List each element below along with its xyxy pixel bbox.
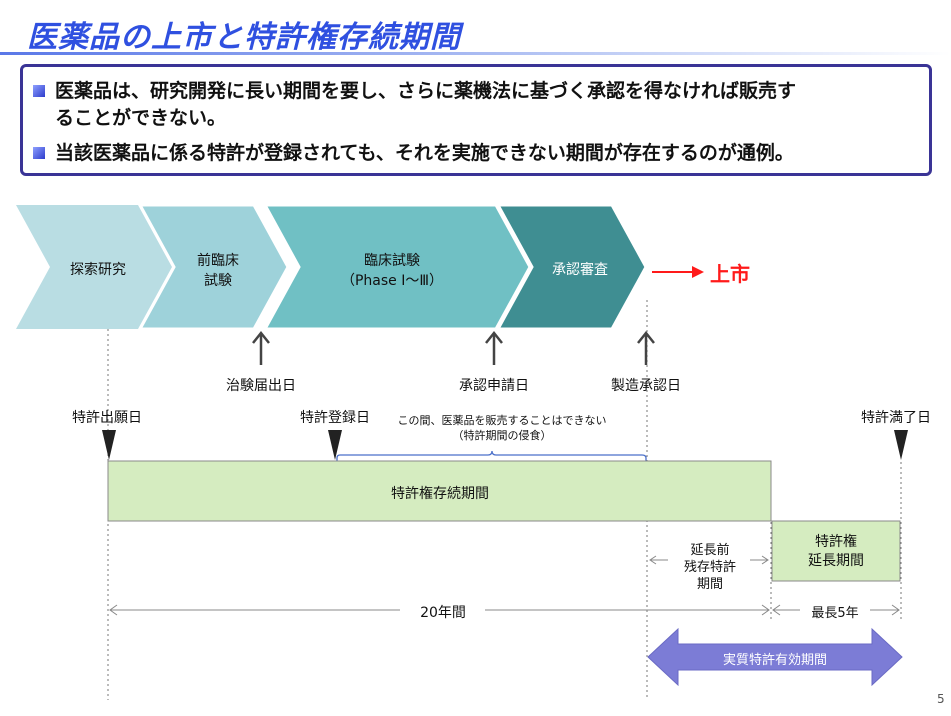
phase-label-clinical: 臨床試験 （Phase Ⅰ～Ⅲ） bbox=[341, 251, 443, 291]
max-five-years-label: 最長5年 bbox=[811, 606, 859, 621]
approval-application-label: 承認申請日 bbox=[459, 378, 529, 394]
market-arrow-head bbox=[692, 266, 704, 278]
remaining-label-line: 残存特許 bbox=[683, 560, 737, 575]
page-title: 医薬品の上市と特許権存続期間 bbox=[27, 20, 461, 55]
phase-label-preclinical: 前臨床 試験 bbox=[197, 251, 239, 291]
phase-label-exploratory: 探索研究 bbox=[70, 262, 126, 278]
patent-expiry-label: 特許満了日 bbox=[861, 410, 931, 426]
bullet-text-line: 当該医薬品に係る特許が登録されても、それを実施できない期間が存在するのが通例。 bbox=[55, 142, 794, 164]
bullet-text-line: 医薬品は、研究開発に長い期間を要し、さらに薬機法に基づく承認を得なければ販売す bbox=[55, 80, 797, 102]
remaining-label-line: 期間 bbox=[696, 577, 724, 592]
effective-period-label: 実質特許有効期間 bbox=[722, 653, 828, 668]
bullet-text-line: ることができない。 bbox=[55, 107, 227, 129]
filing-marker-icon bbox=[102, 430, 116, 460]
bullet-square-icon bbox=[33, 147, 45, 159]
phase-label-review: 承認審査 bbox=[552, 262, 608, 278]
clinical-notice-label: 治験届出日 bbox=[226, 378, 296, 394]
remaining-period-arrows bbox=[649, 555, 769, 565]
page-number: 5 bbox=[937, 692, 945, 706]
phase-chevron-review bbox=[495, 203, 648, 331]
patent-registration-label: 特許登録日 bbox=[300, 410, 370, 426]
extension-label-line: 延長期間 bbox=[808, 553, 864, 569]
up-arrow-icon bbox=[485, 330, 503, 365]
extension-period-box bbox=[771, 520, 901, 582]
extension-label-line: 特許権 bbox=[815, 534, 857, 550]
patent-term-bar bbox=[107, 460, 772, 522]
effective-period-arrow bbox=[647, 627, 903, 687]
title-underline bbox=[0, 52, 951, 55]
patent-filing-label: 特許出願日 bbox=[72, 410, 142, 426]
phase-chevron-exploratory bbox=[16, 205, 172, 329]
market-launch-label: 上市 bbox=[710, 262, 750, 286]
twenty-years-label: 20年間 bbox=[420, 605, 466, 621]
max-five-dimension bbox=[772, 604, 900, 616]
up-arrow-icon bbox=[252, 330, 270, 365]
phase-label-line: 前臨床 bbox=[197, 253, 239, 269]
manufacturing-approval-label: 製造承認日 bbox=[611, 378, 681, 394]
bullet-item: 医薬品は、研究開発に長い期間を要し、さらに薬機法に基づく承認を得なければ販売す … bbox=[33, 78, 919, 132]
patent-term-label: 特許権存続期間 bbox=[391, 486, 489, 502]
remaining-period-label: 延長前 残存特許 期間 bbox=[684, 542, 736, 593]
phase-chevron-clinical bbox=[262, 203, 532, 331]
phase-label-line: 試験 bbox=[204, 273, 232, 289]
up-arrow-icon bbox=[637, 330, 655, 365]
remaining-label-line: 延長前 bbox=[690, 543, 730, 558]
erosion-note-line: この間、医薬品を販売することはできない bbox=[397, 414, 607, 427]
phase-label-line: 臨床試験 bbox=[363, 253, 420, 269]
erosion-brace bbox=[336, 450, 647, 466]
bullet-item: 当該医薬品に係る特許が登録されても、それを実施できない期間が存在するのが通例。 bbox=[33, 140, 919, 167]
expiry-marker-icon bbox=[894, 430, 908, 460]
registration-marker-icon bbox=[328, 430, 342, 460]
extension-period-label: 特許権 延長期間 bbox=[808, 533, 864, 571]
twenty-years-dimension bbox=[109, 604, 770, 616]
summary-box: 医薬品は、研究開発に長い期間を要し、さらに薬機法に基づく承認を得なければ販売す … bbox=[20, 64, 932, 176]
erosion-note: この間、医薬品を販売することはできない （特許期間の侵食） bbox=[398, 413, 607, 443]
erosion-note-line: （特許期間の侵食） bbox=[452, 429, 552, 442]
phase-label-line: （Phase Ⅰ～Ⅲ） bbox=[340, 273, 444, 289]
phase-chevron-preclinical bbox=[137, 203, 290, 331]
bullet-square-icon bbox=[33, 85, 45, 97]
